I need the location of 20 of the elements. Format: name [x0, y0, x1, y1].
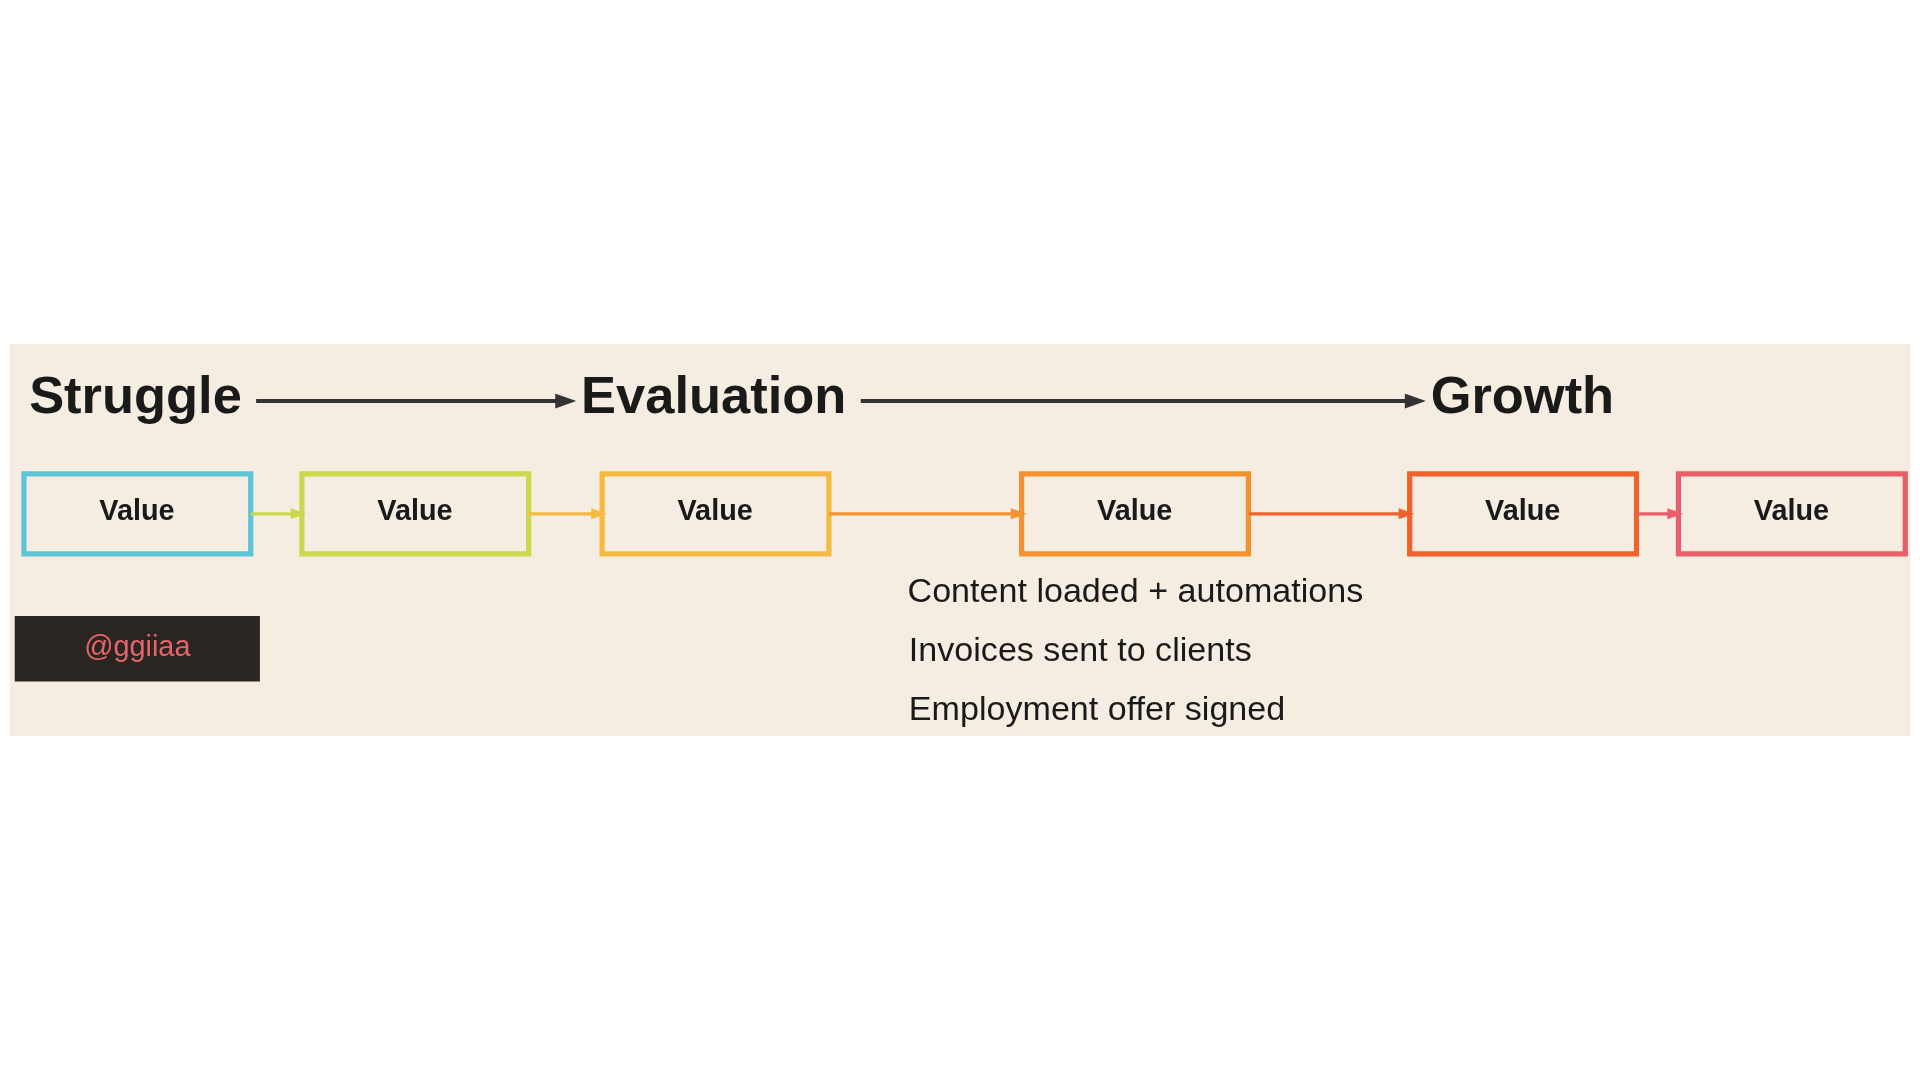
node-text: Growth — [1430, 365, 1615, 424]
node-box: Value — [1019, 471, 1252, 557]
node-box: Value — [1407, 471, 1640, 557]
label: Invoices sent to clients — [908, 630, 1252, 669]
arrow — [256, 393, 577, 409]
arrow — [829, 508, 1027, 520]
node-box: Value — [599, 471, 832, 557]
arrow — [251, 508, 307, 520]
arrow — [529, 508, 607, 520]
label: @ggiiaa — [84, 630, 191, 663]
arrow — [1248, 508, 1415, 520]
node-text: Evaluation — [581, 365, 847, 424]
label: Content loaded + automations — [907, 571, 1364, 610]
arrow — [1636, 508, 1684, 520]
arrow — [860, 393, 1426, 409]
node-text: Struggle — [29, 365, 242, 424]
node-box: Value — [1675, 471, 1908, 557]
node-box: Value — [21, 471, 254, 557]
label: Employment offer signed — [908, 689, 1286, 728]
node-box: Value — [299, 471, 532, 557]
